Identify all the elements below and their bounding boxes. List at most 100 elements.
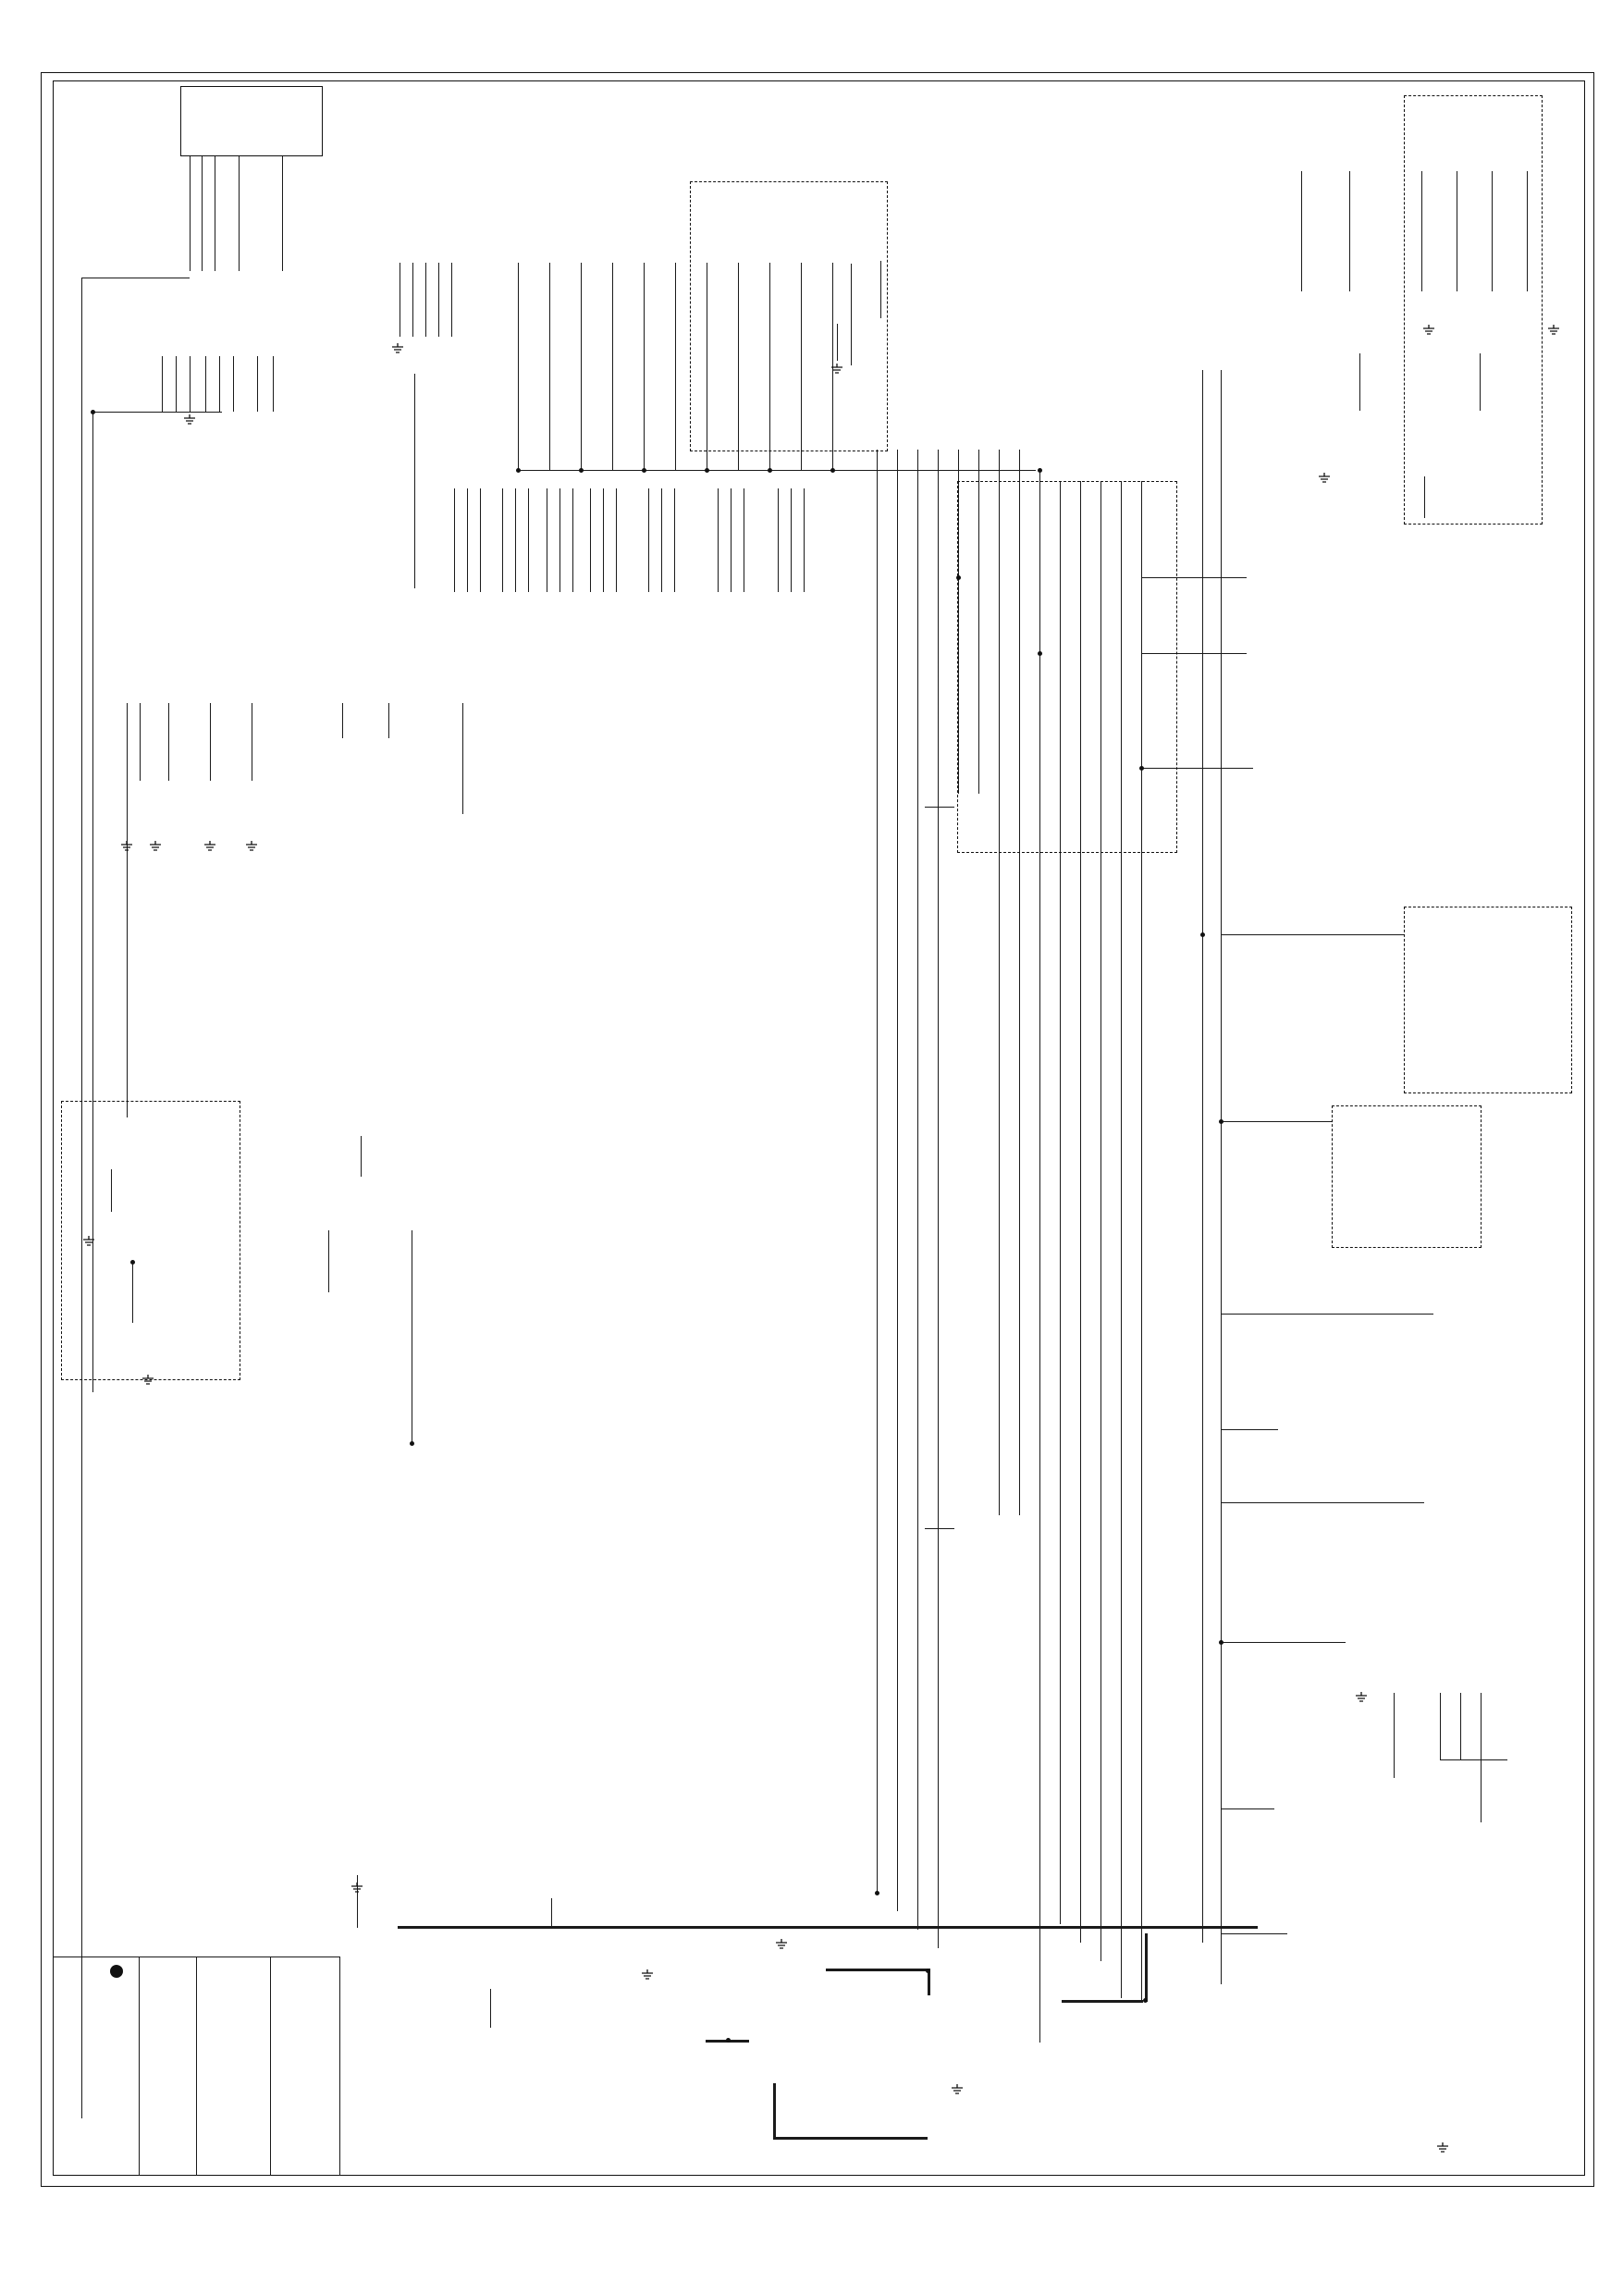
wire	[1221, 1429, 1278, 1431]
ground-icon	[245, 840, 258, 857]
wire	[928, 1969, 930, 1995]
wire	[1080, 481, 1082, 1943]
section-travel	[61, 1101, 240, 1380]
wire	[791, 488, 793, 592]
wire	[357, 1875, 359, 1928]
wire	[958, 450, 960, 794]
wire	[518, 470, 1036, 472]
wire	[528, 488, 530, 592]
wire	[661, 488, 663, 592]
junction	[1138, 765, 1144, 771]
section-overload	[690, 181, 888, 451]
wire	[1359, 353, 1361, 411]
wire	[773, 2083, 776, 2139]
wire	[282, 154, 284, 271]
ground-icon	[149, 840, 162, 857]
wire	[196, 1957, 198, 2176]
wire	[603, 488, 605, 592]
wire	[1141, 481, 1143, 2000]
wire	[1481, 1693, 1482, 1822]
wire	[1221, 1121, 1332, 1123]
wire	[1221, 1933, 1287, 1935]
junction	[1199, 932, 1205, 937]
junction	[955, 574, 961, 580]
section-title-overload	[888, 191, 904, 407]
section-title-travel	[220, 1188, 237, 1386]
wire	[1141, 577, 1247, 579]
junction	[1218, 1639, 1223, 1645]
wire	[342, 703, 344, 738]
ground-icon	[391, 342, 404, 359]
wire	[515, 488, 517, 592]
wire	[1100, 481, 1102, 1961]
wire	[718, 488, 719, 592]
wire	[451, 263, 453, 337]
wire	[1440, 1693, 1442, 1759]
wire	[738, 263, 740, 470]
wire	[1440, 1759, 1507, 1761]
junction	[725, 2037, 731, 2043]
block-label-eng_motor	[141, 88, 173, 201]
wire	[769, 263, 771, 470]
wire	[917, 450, 919, 1930]
wire	[92, 412, 222, 414]
wire	[925, 1528, 954, 1530]
wire	[1424, 476, 1426, 518]
wire	[176, 356, 178, 412]
wire	[832, 263, 834, 470]
ground-icon	[183, 414, 196, 430]
wire	[1202, 370, 1204, 1943]
section-title-fuel	[1459, 1112, 1476, 1221]
wire	[804, 488, 805, 592]
wire	[1019, 450, 1021, 1515]
wire	[1221, 1642, 1346, 1644]
wire	[162, 356, 164, 412]
wire	[490, 1989, 492, 2028]
wire	[339, 1957, 341, 2176]
ground-icon	[1436, 2142, 1449, 2158]
wire	[1221, 1502, 1424, 1504]
wire	[880, 261, 882, 318]
wire	[549, 263, 551, 470]
wire	[675, 263, 677, 470]
junction	[578, 467, 584, 473]
wire	[168, 703, 170, 781]
junction	[1037, 467, 1042, 473]
wire	[502, 488, 504, 592]
wire	[92, 412, 94, 1392]
inner-frame	[53, 80, 1585, 2176]
ground-icon	[141, 1374, 154, 1390]
note-block	[287, 1961, 333, 2081]
section-beacon	[1404, 907, 1572, 1093]
wire	[239, 154, 240, 271]
junction	[1218, 1118, 1223, 1124]
wire	[270, 1957, 272, 2176]
wire	[1221, 934, 1404, 936]
wire	[328, 1230, 330, 1292]
wire	[778, 488, 780, 592]
model-title	[158, 1965, 190, 2104]
wire	[202, 154, 203, 271]
wire	[1460, 1693, 1462, 1759]
ground-icon	[641, 1969, 654, 1985]
wire	[81, 278, 83, 2118]
junction	[1037, 650, 1042, 656]
ground-icon	[1355, 1691, 1368, 1708]
wire	[398, 1926, 1258, 1929]
wire	[648, 488, 650, 592]
wire	[1141, 653, 1247, 655]
wire	[1480, 353, 1482, 411]
wire	[233, 356, 235, 412]
wire	[210, 703, 212, 781]
wire	[190, 154, 191, 271]
wire	[273, 356, 275, 412]
wire	[1039, 470, 1041, 2043]
wire	[219, 356, 221, 412]
ground-icon	[1547, 324, 1560, 340]
wire	[877, 450, 879, 1893]
daewoo-logo-icon	[110, 1965, 124, 1978]
wire	[1221, 1808, 1274, 1810]
ground-icon	[1422, 324, 1435, 340]
wire	[1421, 171, 1423, 291]
wire	[1221, 1314, 1433, 1315]
